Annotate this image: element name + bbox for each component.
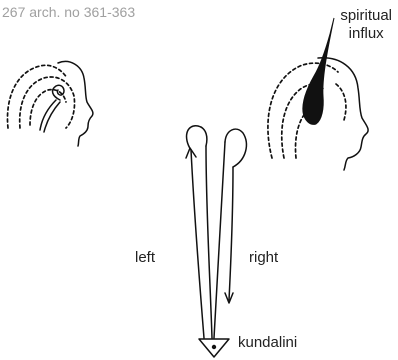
kundalini-triangle xyxy=(199,339,229,357)
kundalini-eye xyxy=(212,345,216,349)
right-head-profile-outline xyxy=(318,58,368,170)
right-channel-label: right xyxy=(249,250,278,265)
left-channel-label: left xyxy=(135,250,155,265)
right-channel-outer xyxy=(229,167,233,300)
right-channel-inner xyxy=(214,142,225,338)
right-upper-lobe xyxy=(225,129,246,167)
left-channel-outer xyxy=(191,150,204,338)
kundalini-label: kundalini xyxy=(238,335,297,350)
spiritual-label-line1: spiritual xyxy=(340,7,392,25)
spiritual-influx-beam xyxy=(303,18,334,124)
spiritual-influx-label: spiritual influx xyxy=(340,7,392,43)
left-head-spiral xyxy=(53,85,65,100)
archive-reference-label: 267 arch. no 361-363 xyxy=(2,5,135,19)
left-upper-lobe xyxy=(187,126,207,150)
left-head-channel xyxy=(40,100,60,132)
left-head-sketch xyxy=(7,61,92,146)
right-head-face-aura xyxy=(336,84,346,120)
left-head-outer-aura xyxy=(7,65,67,128)
spiritual-label-line2: influx xyxy=(340,25,392,43)
energy-channels xyxy=(186,126,246,338)
left-channel-inner xyxy=(206,146,212,338)
